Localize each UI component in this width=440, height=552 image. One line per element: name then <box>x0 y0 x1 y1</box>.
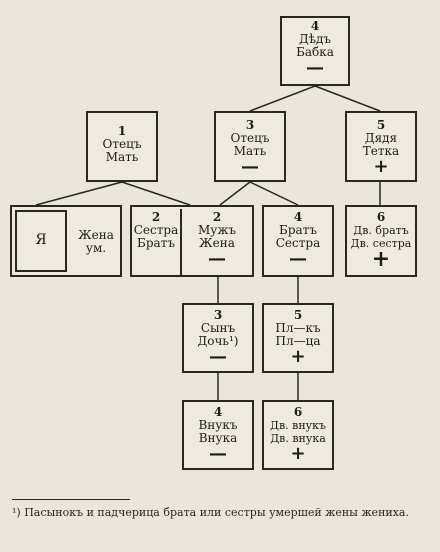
node-sister-brother: 2 Сестра Братъ <box>132 209 182 275</box>
node-number: 6 <box>293 405 303 419</box>
node-label: Братъ <box>279 223 317 237</box>
node-father-mid: 3 Отецъ Мать — <box>214 111 286 182</box>
node-label: ум. <box>85 241 107 255</box>
node-number: 6 <box>376 210 386 224</box>
node-label: Сестра <box>275 236 321 250</box>
node-sign: — <box>289 248 307 269</box>
node-couple-group: 2 Сестра Братъ 2 Мужъ Жена — <box>130 205 254 277</box>
node-number: 2 <box>151 210 161 224</box>
node-number: 2 <box>212 210 222 224</box>
node-label: Бабка <box>296 45 334 59</box>
node-nephews: 5 Пл—къ Пл—ца + <box>262 303 334 373</box>
node-number: 5 <box>293 308 303 322</box>
node-label: Сестра <box>133 223 179 237</box>
connector-line <box>121 181 191 206</box>
node-sign: — <box>306 57 324 78</box>
node-wife: Жена ум. <box>72 229 120 255</box>
node-sign: + <box>371 246 391 272</box>
node-brother-sister: 4 Братъ Сестра — <box>262 205 334 277</box>
node-number: 4 <box>293 210 303 224</box>
node-label: Жена <box>78 228 114 242</box>
node-cousins: 6 Дв. братъ Дв. сестра + <box>345 205 417 277</box>
node-self-group: Я Жена ум. <box>10 205 122 277</box>
node-self: Я <box>15 210 67 272</box>
node-second-grandchildren: 6 Дв. внукъ Дв. внука + <box>262 400 334 470</box>
node-label: Внукъ <box>198 418 238 432</box>
node-husband-wife: 2 Мужъ Жена — <box>182 209 252 268</box>
node-number: 5 <box>376 118 386 132</box>
node-number: 1 <box>117 124 127 138</box>
node-label: Отецъ <box>230 131 270 145</box>
connector-line <box>314 85 381 112</box>
self-label: Я <box>35 232 47 248</box>
node-label: Мать <box>105 150 139 164</box>
node-grandchildren: 4 Внукъ Внука — <box>182 400 254 470</box>
node-label: Сынъ <box>200 321 236 335</box>
node-father-left: 1 Отецъ Мать <box>86 111 158 182</box>
node-label: Дв. внукъ <box>270 419 326 432</box>
node-grandparents: 4 Дѣдъ Бабка — <box>280 16 350 86</box>
footnote: ¹) Пасынокъ и падчерица брата или сестры… <box>12 506 409 519</box>
node-label: Дв. сестра <box>350 237 412 250</box>
node-sign: + <box>373 156 389 177</box>
node-uncle: 5 Дядя Тетка + <box>345 111 417 182</box>
connector-line <box>35 181 123 206</box>
node-son-daughter: 3 Сынъ Дочь¹) — <box>182 303 254 373</box>
node-number: 4 <box>213 405 223 419</box>
node-sign: + <box>290 346 306 367</box>
node-label: Дв. внука <box>270 432 326 445</box>
node-label: Мать <box>233 144 267 158</box>
connector-line <box>249 181 299 206</box>
node-label: Жена <box>199 236 235 250</box>
node-label: Братъ <box>137 236 175 250</box>
node-number: 3 <box>245 118 255 132</box>
node-label: Дѣдъ <box>298 32 331 46</box>
node-label: Мужъ <box>197 223 237 237</box>
connector-line <box>219 181 251 206</box>
node-sign: — <box>209 443 227 464</box>
node-sign: + <box>290 443 306 464</box>
node-label: Дядя <box>364 131 398 145</box>
connector-line <box>249 85 316 112</box>
node-sign: — <box>241 156 259 177</box>
node-label: Дочь¹) <box>197 334 239 348</box>
footnote-rule <box>12 499 130 500</box>
node-label: Пл—къ <box>275 321 321 335</box>
node-sign: — <box>208 248 226 269</box>
node-label: Дв. братъ <box>353 224 409 237</box>
node-number: 4 <box>310 19 320 33</box>
node-label: Отецъ <box>102 137 142 151</box>
node-number: 3 <box>213 308 223 322</box>
node-label: Пл—ца <box>275 334 321 348</box>
node-sign: — <box>209 346 227 367</box>
node-label: Тетка <box>362 144 400 158</box>
node-label: Внука <box>198 431 238 445</box>
